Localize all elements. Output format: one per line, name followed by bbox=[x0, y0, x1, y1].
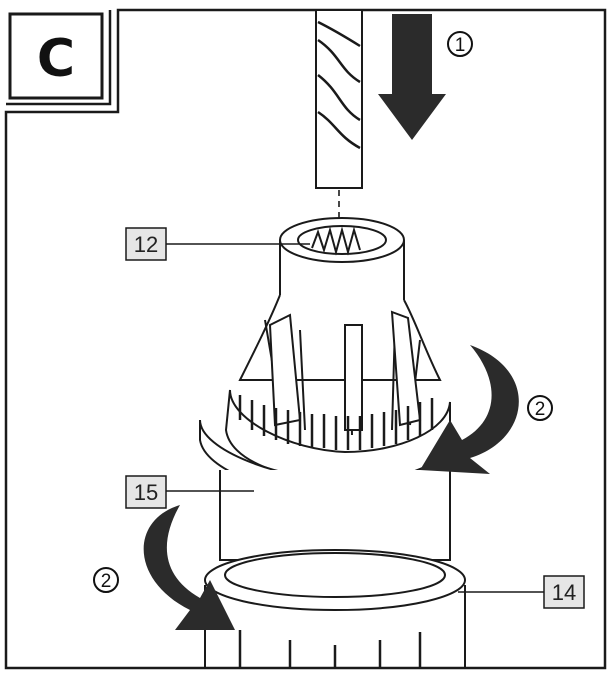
callout-12: 12 bbox=[125, 227, 310, 261]
chuck bbox=[199, 217, 466, 668]
callout-14: 14 bbox=[458, 575, 585, 609]
callout-15: 15 bbox=[125, 475, 254, 509]
step-2b-number: 2 bbox=[101, 571, 112, 592]
panel-letter: C bbox=[37, 29, 75, 89]
rotation-arrow-upper bbox=[420, 345, 519, 474]
step-2b-marker: 2 bbox=[93, 567, 119, 593]
step-2a-marker: 2 bbox=[527, 395, 553, 421]
step-1-number: 1 bbox=[455, 35, 466, 56]
drill-bit bbox=[315, 9, 363, 232]
panel-letter-box: C bbox=[8, 12, 104, 100]
frame bbox=[4, 8, 607, 670]
rotation-arrow-lower bbox=[143, 505, 235, 630]
insert-arrow bbox=[378, 14, 446, 140]
step-2a-number: 2 bbox=[535, 399, 546, 420]
callout-14-text: 14 bbox=[552, 580, 576, 605]
callout-15-text: 15 bbox=[134, 480, 158, 505]
callout-12-text: 12 bbox=[134, 232, 158, 257]
step-1-marker: 1 bbox=[447, 31, 473, 57]
